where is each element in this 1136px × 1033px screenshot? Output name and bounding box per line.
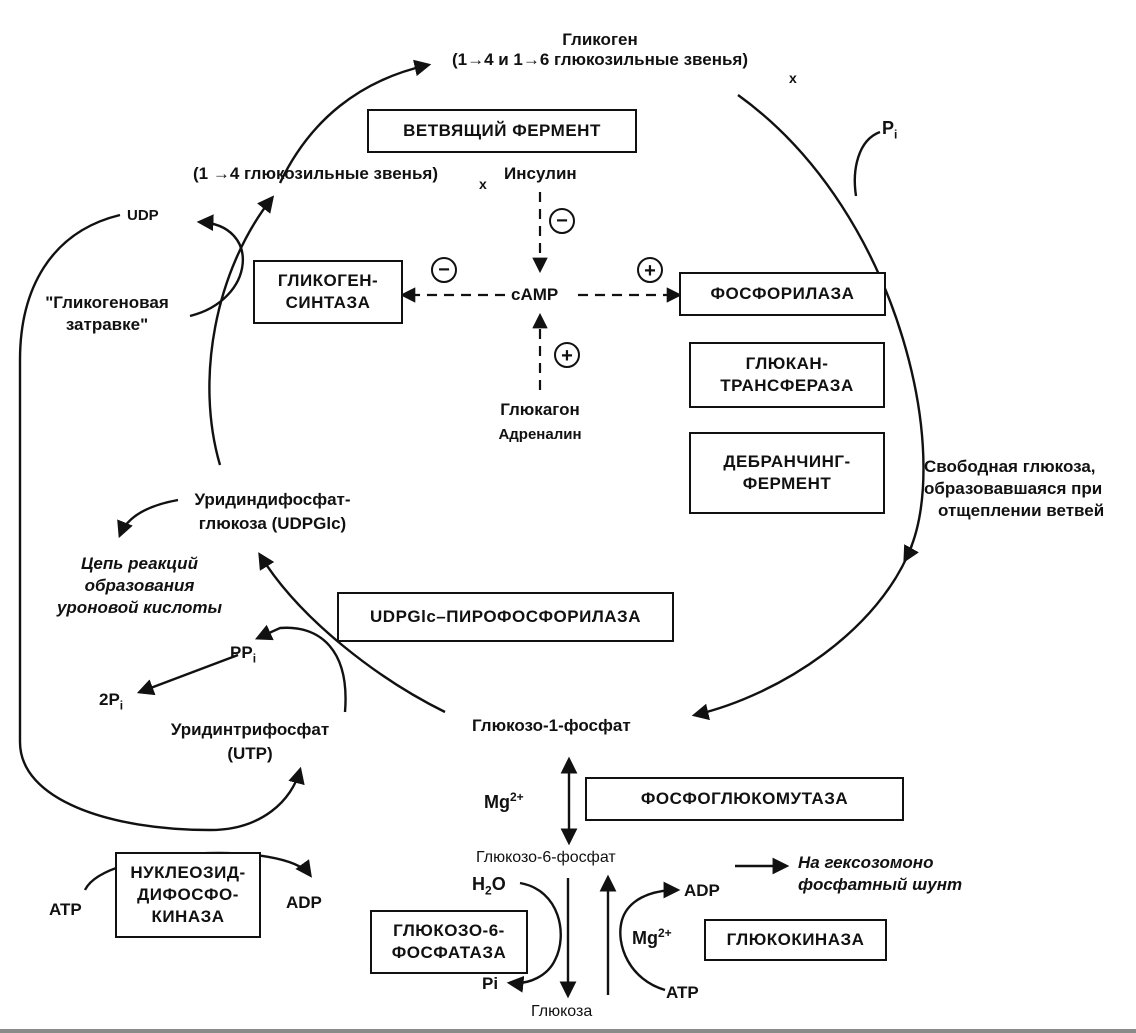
udpglc-pyrophosphorylase-label: UDPGlc–ПИРОФОСФОРИЛАЗА xyxy=(370,607,641,626)
branching-enzyme-box: ВЕТВЯЩИЙ ФЕРМЕНТ xyxy=(367,109,637,153)
phosphorylase-plus-sign xyxy=(637,257,663,283)
debranching-enzyme-box: ДЕБРАНЧИНГ- ФЕРМЕНТ xyxy=(689,432,885,514)
free-glucose-line2: образовавшаяся при xyxy=(924,479,1103,498)
glucagon-plus-sign xyxy=(554,342,580,368)
debranching-line1: ДЕБРАНЧИНГ- xyxy=(723,452,851,471)
camp-label: cAMP xyxy=(511,285,559,304)
glucose-label: Глюкоза xyxy=(531,1003,593,1020)
glycogen-label: Гликоген (1→4 и 1→6 глюкозильные звенья) xyxy=(420,30,780,70)
glucagon-adrenaline-label: Глюкагон Адреналин xyxy=(480,398,600,447)
g6-phosphatase-line2: ФОСФАТАЗА xyxy=(391,943,507,962)
phosphoglucomutase-box: ФОСФОГЛЮКОМУТАЗА xyxy=(585,777,904,821)
arc-to-g1p xyxy=(691,544,914,721)
free-glucose-line1: Свободная глюкоза, xyxy=(924,457,1096,476)
arc-g1p-to-udpglc xyxy=(258,552,446,714)
glucagon-plus-text: + xyxy=(561,345,573,367)
atp-left-label: ATP xyxy=(49,900,82,919)
arc-phosphorylase xyxy=(737,94,925,563)
uronic-line2: образования xyxy=(84,576,195,595)
utp-label: Уридинтрифосфат (UTP) xyxy=(160,718,340,766)
pi-input-arrow xyxy=(853,130,881,197)
arc-branching xyxy=(278,59,432,184)
glucagon-label: Глюкагон xyxy=(500,400,580,419)
primer-label: "Гликогеновая затравке" xyxy=(22,292,192,336)
udpglc-pyrophosphorylase-box: UDPGlc–ПИРОФОСФОРИЛАЗА xyxy=(337,592,674,642)
branching-enzyme-label: ВЕТВЯЩИЙ ФЕРМЕНТ xyxy=(403,121,601,140)
udpglc-uronic-arrow xyxy=(117,498,179,539)
phosphorylase-label: ФОСФОРИЛАЗА xyxy=(710,284,855,303)
g6-phosphatase-line1: ГЛЮКОЗО-6- xyxy=(393,921,505,940)
uronic-line3: уроновой кислоты xyxy=(56,598,223,617)
pi-bottom-label: Pi xyxy=(482,974,499,993)
glucan-transferase-line1: ГЛЮКАН- xyxy=(745,354,829,373)
primer-line1: "Гликогеновая xyxy=(45,293,169,312)
adp-left-label: ADP xyxy=(286,893,322,912)
free-glucose-label: Свободная глюкоза, образовавшаяся при от… xyxy=(924,456,1104,522)
synthase-minus-text: − xyxy=(438,259,450,281)
two-pi-label: 2Pi xyxy=(99,690,124,713)
glycogen-line2: (1→4 и 1→6 глюкозильные звенья) xyxy=(451,50,749,69)
atp-right-label: ATP xyxy=(666,983,699,1002)
bottom-border xyxy=(0,1029,1136,1033)
ndp-kinase-line2: ДИФОСФО- xyxy=(137,885,239,904)
insulin-minus-text: − xyxy=(556,210,568,232)
glucan-transferase-box: ГЛЮКАН- ТРАНСФЕРАЗА xyxy=(689,342,885,408)
pi-top-label: Pi xyxy=(882,118,898,142)
glycogen-subscript: x xyxy=(789,70,797,86)
utp-ppi-arrow xyxy=(254,624,347,713)
ppi-label: PPi xyxy=(230,643,257,666)
arc-synthase xyxy=(208,195,275,466)
primer-line2: затравке" xyxy=(65,315,149,334)
phosphorylase-box: ФОСФОРИЛАЗА xyxy=(679,272,886,316)
phosphorylase-plus-text: + xyxy=(644,260,656,282)
utp-line1: Уридинтрифосфат xyxy=(170,720,330,739)
debranching-line2: ФЕРМЕНТ xyxy=(742,474,832,493)
glycogen-synthase-box: ГЛИКОГЕН- СИНТАЗА xyxy=(253,260,403,324)
udp-release-arrow xyxy=(189,214,245,318)
insulin-label: Инсулин xyxy=(504,164,577,183)
glycogen-synthase-line2: СИНТАЗА xyxy=(285,293,371,312)
atp-adp-right-curve xyxy=(619,881,681,992)
g6-phosphatase-box: ГЛЮКОЗО-6- ФОСФАТАЗА xyxy=(370,910,528,974)
ndp-kinase-line1: НУКЛЕОЗИД- xyxy=(130,863,246,882)
glycogen-line1: Гликоген xyxy=(562,30,638,49)
hexose-shunt-line2: фосфатный шунт xyxy=(798,875,963,894)
glucan-transferase-line2: ТРАНСФЕРАЗА xyxy=(720,376,854,395)
udpglc-label: Уридиндифосфат- глюкоза (UDPGlc) xyxy=(160,488,385,536)
h2o-pi-curve xyxy=(506,881,562,993)
adrenaline-label: Адреналин xyxy=(498,426,582,443)
synthase-minus-sign xyxy=(431,257,457,283)
udpglc-line1: Уридиндифосфат- xyxy=(194,490,351,509)
ppi-split-arrow xyxy=(136,653,239,696)
ndp-kinase-line3: КИНАЗА xyxy=(151,907,225,926)
uronic-acid-label: Цепь реакций образования уроновой кислот… xyxy=(52,553,227,619)
mg-top-label: Mg2+ xyxy=(484,790,524,812)
free-glucose-line3: отщеплении ветвей xyxy=(938,501,1105,520)
g1p-label: Глюкозо-1-фосфат xyxy=(472,716,631,735)
hexose-shunt-label: На гексозомоно фосфатный шунт xyxy=(798,852,962,896)
chain-14-subscript: x xyxy=(479,176,487,192)
adp-right-label: ADP xyxy=(684,881,720,900)
udpglc-line2: глюкоза (UDPGlc) xyxy=(198,514,347,533)
g6p-label: Глюкозо-6-фосфат xyxy=(476,849,616,866)
mg-bottom-label: Mg2+ xyxy=(632,926,672,948)
glucokinase-box: ГЛЮКОКИНАЗА xyxy=(704,919,887,961)
glucokinase-label: ГЛЮКОКИНАЗА xyxy=(726,930,865,949)
glycogen-synthase-line1: ГЛИКОГЕН- xyxy=(277,271,379,290)
udp-recycle-loop xyxy=(18,213,305,832)
insulin-minus-sign xyxy=(549,208,575,234)
utp-line2: (UTP) xyxy=(227,744,273,763)
ndp-kinase-box: НУКЛЕОЗИД- ДИФОСФО- КИНАЗА xyxy=(115,852,261,938)
h2o-label: H2O xyxy=(472,874,506,898)
chain-14-label: (1 →4 глюкозильные звенья) xyxy=(193,164,438,183)
udp-label: UDP xyxy=(127,207,159,224)
uronic-line1: Цепь реакций xyxy=(81,554,198,573)
phosphoglucomutase-label: ФОСФОГЛЮКОМУТАЗА xyxy=(640,789,849,808)
hexose-shunt-line1: На гексозомоно xyxy=(798,853,934,872)
